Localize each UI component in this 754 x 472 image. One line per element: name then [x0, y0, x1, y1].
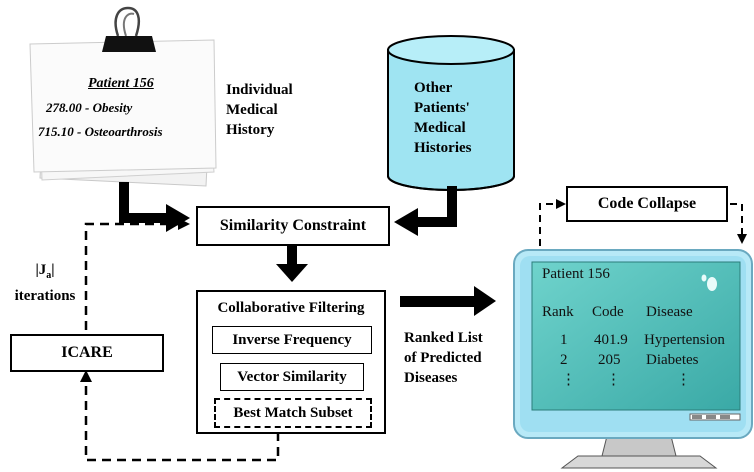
- arrow-db-to-similarity: [394, 186, 457, 236]
- code-collapse-box: Code Collapse: [566, 186, 728, 222]
- monitor-ellipsis-code: ⋮: [606, 372, 621, 388]
- monitor-header-code: Code: [592, 304, 624, 320]
- monitor: [513, 249, 753, 469]
- arrow-similarity-to-cf: [276, 246, 308, 282]
- icare-box: ICARE: [10, 334, 164, 372]
- note-title: Patient 156: [88, 76, 154, 91]
- monitor-row-1-rank: 1: [560, 332, 568, 348]
- monitor-row-1-code: 401.9: [594, 332, 628, 348]
- monitor-row-2-code: 205: [598, 352, 621, 368]
- similarity-constraint-box: Similarity Constraint: [196, 206, 390, 246]
- monitor-header-rank: Rank: [542, 304, 574, 320]
- monitor-row-1-disease: Hypertension: [644, 332, 725, 348]
- code-collapse-label: Code Collapse: [597, 195, 697, 212]
- monitor-ellipsis-rank: ⋮: [561, 372, 576, 388]
- note-line-obesity: 278.00 - Obesity: [46, 100, 133, 115]
- monitor-header-disease: Disease: [646, 304, 693, 320]
- individual-history-label: Individual Medical History: [226, 82, 293, 138]
- monitor-ellipsis-disease: ⋮: [676, 372, 691, 388]
- ranked-list-label: Ranked List of Predicted Diseases: [404, 330, 483, 386]
- icare-label: ICARE: [61, 344, 113, 361]
- cf-best-match-subset: Best Match Subset: [214, 398, 372, 428]
- note-line-osteoarthrosis: 715.10 - Osteoarthrosis: [38, 124, 163, 139]
- patient-note: [29, 6, 217, 187]
- dashed-code-collapse-loop: [539, 199, 747, 246]
- cf-inverse-frequency: Inverse Frequency: [212, 326, 372, 354]
- iterations-label: |Ja| iterations: [14, 262, 76, 304]
- similarity-constraint-label: Similarity Constraint: [219, 217, 367, 234]
- monitor-row-2-rank: 2: [560, 352, 568, 368]
- cf-title: Collaborative Filtering: [217, 300, 365, 316]
- monitor-patient-title: Patient 156: [542, 266, 610, 282]
- dashed-arrow-icare-to-similarity: [84, 218, 190, 330]
- arrow-cf-to-results: [400, 286, 496, 316]
- dashed-arrow-cf-to-icare: [80, 370, 280, 462]
- binder-clip-icon: [102, 6, 156, 52]
- monitor-row-2-disease: Diabetes: [646, 352, 699, 368]
- cf-vector-similarity: Vector Similarity: [220, 363, 364, 391]
- database-label: Other Patients' Medical Histories: [414, 80, 472, 156]
- database-cylinder: [387, 35, 515, 191]
